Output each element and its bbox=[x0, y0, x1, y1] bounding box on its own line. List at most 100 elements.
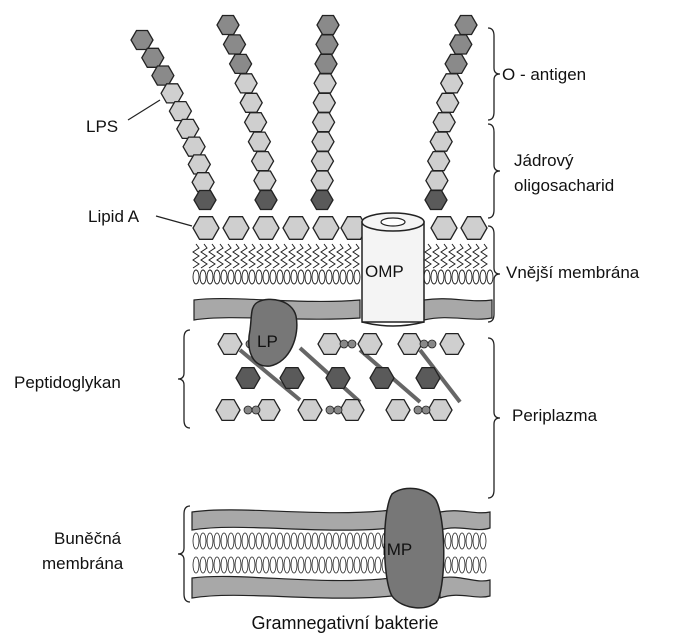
lps-sugar bbox=[240, 93, 262, 112]
outer-membrane-band bbox=[424, 299, 492, 320]
peptidoglycan-sugar bbox=[218, 334, 242, 355]
phospholipid-head bbox=[284, 270, 290, 284]
phospholipid-head bbox=[256, 270, 262, 284]
phospholipid-head bbox=[459, 557, 465, 573]
phospholipid-head bbox=[249, 557, 255, 573]
peptidoglycan-label: Peptidoglykan bbox=[14, 372, 121, 393]
phospholipid-head bbox=[326, 533, 332, 549]
phospholipid-head bbox=[347, 533, 353, 549]
phospholipid-head bbox=[214, 557, 220, 573]
peptidoglycan-sugar bbox=[298, 400, 322, 421]
peptidoglycan-sugar bbox=[416, 368, 440, 389]
crosslink-bead bbox=[244, 406, 252, 414]
phospholipid-head bbox=[298, 533, 304, 549]
imp-label: IMP bbox=[382, 540, 412, 560]
peptidoglycan-sugar bbox=[358, 334, 382, 355]
phospholipid-head bbox=[473, 557, 479, 573]
phospholipid-head bbox=[200, 557, 206, 573]
crosslink-bead bbox=[428, 340, 436, 348]
phospholipid-head bbox=[333, 533, 339, 549]
lps-sugar bbox=[433, 113, 455, 132]
acyl-tail bbox=[273, 244, 279, 268]
lipid-a-hexagon bbox=[193, 217, 219, 240]
phospholipid-head bbox=[221, 557, 227, 573]
phospholipid-head bbox=[312, 270, 318, 284]
phospholipid-head bbox=[207, 270, 213, 284]
phospholipid-head bbox=[284, 557, 290, 573]
figure-caption: Gramnegativní bakterie bbox=[0, 613, 690, 634]
peptidoglycan-sugar bbox=[326, 368, 350, 389]
acyl-tail bbox=[425, 244, 431, 268]
phospholipid-head bbox=[312, 533, 318, 549]
lps-sugar bbox=[426, 171, 448, 190]
acyl-tail bbox=[289, 244, 295, 268]
phospholipid-head bbox=[452, 533, 458, 549]
phospholipid-head bbox=[319, 270, 325, 284]
phospholipid-head bbox=[375, 557, 381, 573]
phospholipid-head bbox=[487, 270, 493, 284]
phospholipid-head bbox=[221, 270, 227, 284]
right-brace bbox=[488, 28, 500, 120]
phospholipid-head bbox=[326, 270, 332, 284]
acyl-tail bbox=[465, 244, 471, 268]
right-brace bbox=[488, 338, 500, 498]
lps-sugar bbox=[445, 54, 467, 73]
peptidoglycan-sugar bbox=[318, 334, 342, 355]
phospholipid-head bbox=[256, 533, 262, 549]
phospholipid-head bbox=[466, 557, 472, 573]
periplasm-label: Periplazma bbox=[512, 405, 597, 426]
phospholipid-head bbox=[459, 533, 465, 549]
phospholipid-head bbox=[291, 557, 297, 573]
lps-sugar bbox=[230, 54, 252, 73]
cell-membrane-band-top bbox=[440, 511, 490, 530]
lps-sugar bbox=[254, 171, 276, 190]
acyl-tail bbox=[481, 244, 487, 268]
phospholipid-head bbox=[445, 533, 451, 549]
phospholipid-head bbox=[431, 270, 437, 284]
phospholipid-head bbox=[340, 533, 346, 549]
cell-membrane-label-2: membrána bbox=[42, 553, 123, 574]
phospholipid-head bbox=[270, 270, 276, 284]
phospholipid-head bbox=[193, 270, 199, 284]
phospholipid-head bbox=[445, 270, 451, 284]
phospholipid-head bbox=[221, 533, 227, 549]
peptidoglycan-sugar bbox=[216, 400, 240, 421]
left-brace bbox=[178, 330, 190, 428]
phospholipid-head bbox=[361, 557, 367, 573]
phospholipid-head bbox=[228, 533, 234, 549]
lps-sugar bbox=[312, 152, 334, 171]
phospholipid-head bbox=[291, 533, 297, 549]
cell-membrane-label-1: Buněčná bbox=[54, 528, 121, 549]
acyl-tail bbox=[345, 244, 351, 268]
phospholipid-head bbox=[466, 270, 472, 284]
phospholipid-head bbox=[214, 270, 220, 284]
phospholipid-head bbox=[193, 557, 199, 573]
phospholipid-head bbox=[200, 533, 206, 549]
phospholipid-head bbox=[263, 557, 269, 573]
phospholipid-head bbox=[333, 270, 339, 284]
phospholipid-head bbox=[347, 270, 353, 284]
phospholipid-head bbox=[319, 533, 325, 549]
acyl-tail bbox=[217, 244, 223, 268]
peptidoglycan-sugar bbox=[440, 334, 464, 355]
phospholipid-head bbox=[480, 557, 486, 573]
phospholipid-head bbox=[368, 557, 374, 573]
phospholipid-head bbox=[277, 557, 283, 573]
lps-sugar bbox=[428, 152, 450, 171]
lps-sugar bbox=[312, 132, 334, 151]
acyl-tail bbox=[441, 244, 447, 268]
lipid-a-label: Lipid A bbox=[88, 206, 139, 227]
peptidoglycan-sugar bbox=[280, 368, 304, 389]
peptidoglycan-sugar bbox=[370, 368, 394, 389]
phospholipid-head bbox=[242, 533, 248, 549]
acyl-tail bbox=[281, 244, 287, 268]
crosslink-bead bbox=[422, 406, 430, 414]
acyl-tail bbox=[209, 244, 215, 268]
lipid-a-hexagon bbox=[283, 217, 309, 240]
lp-label: LP bbox=[257, 332, 278, 352]
phospholipid-head bbox=[473, 270, 479, 284]
phospholipid-head bbox=[319, 557, 325, 573]
phospholipid-head bbox=[445, 557, 451, 573]
lps-sugar bbox=[455, 16, 477, 35]
crosslink-bead bbox=[348, 340, 356, 348]
